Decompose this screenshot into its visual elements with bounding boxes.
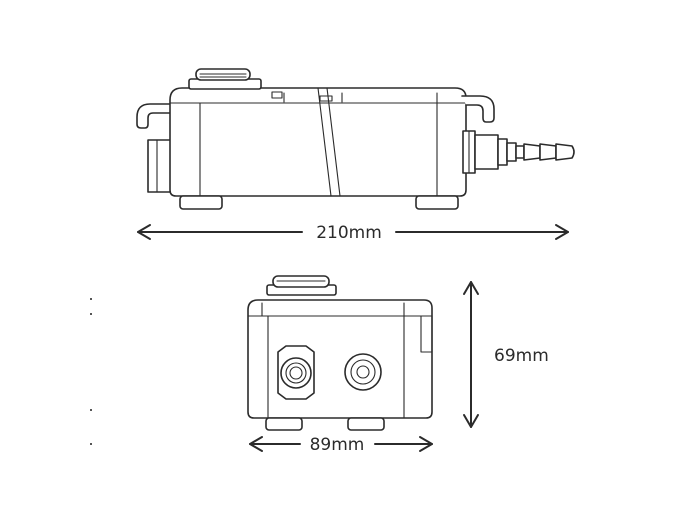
margin-mark (90, 313, 92, 315)
margin-mark (90, 298, 92, 300)
length-dimension: 210mm (137, 223, 569, 243)
width-dimension: 89mm (249, 435, 433, 455)
margin-mark (90, 443, 92, 445)
width-label: 89mm (310, 435, 365, 455)
left-mounting-hook (136, 103, 173, 129)
left-foot (179, 195, 223, 210)
end-left-foot (265, 417, 303, 431)
margin-mark (90, 409, 92, 411)
end-view (247, 275, 433, 431)
length-label: 210mm (316, 223, 382, 243)
outlet-fitting (277, 345, 315, 400)
height-dimension: 69mm (463, 281, 549, 428)
height-label: 69mm (494, 346, 549, 366)
outlet-connector (462, 130, 575, 174)
pump-body (169, 87, 467, 197)
right-mounting-hook (461, 95, 495, 123)
left-bracket (147, 139, 173, 193)
right-foot (415, 195, 459, 210)
side-view (136, 68, 575, 210)
end-right-foot (347, 417, 385, 431)
inlet-port (344, 353, 382, 391)
